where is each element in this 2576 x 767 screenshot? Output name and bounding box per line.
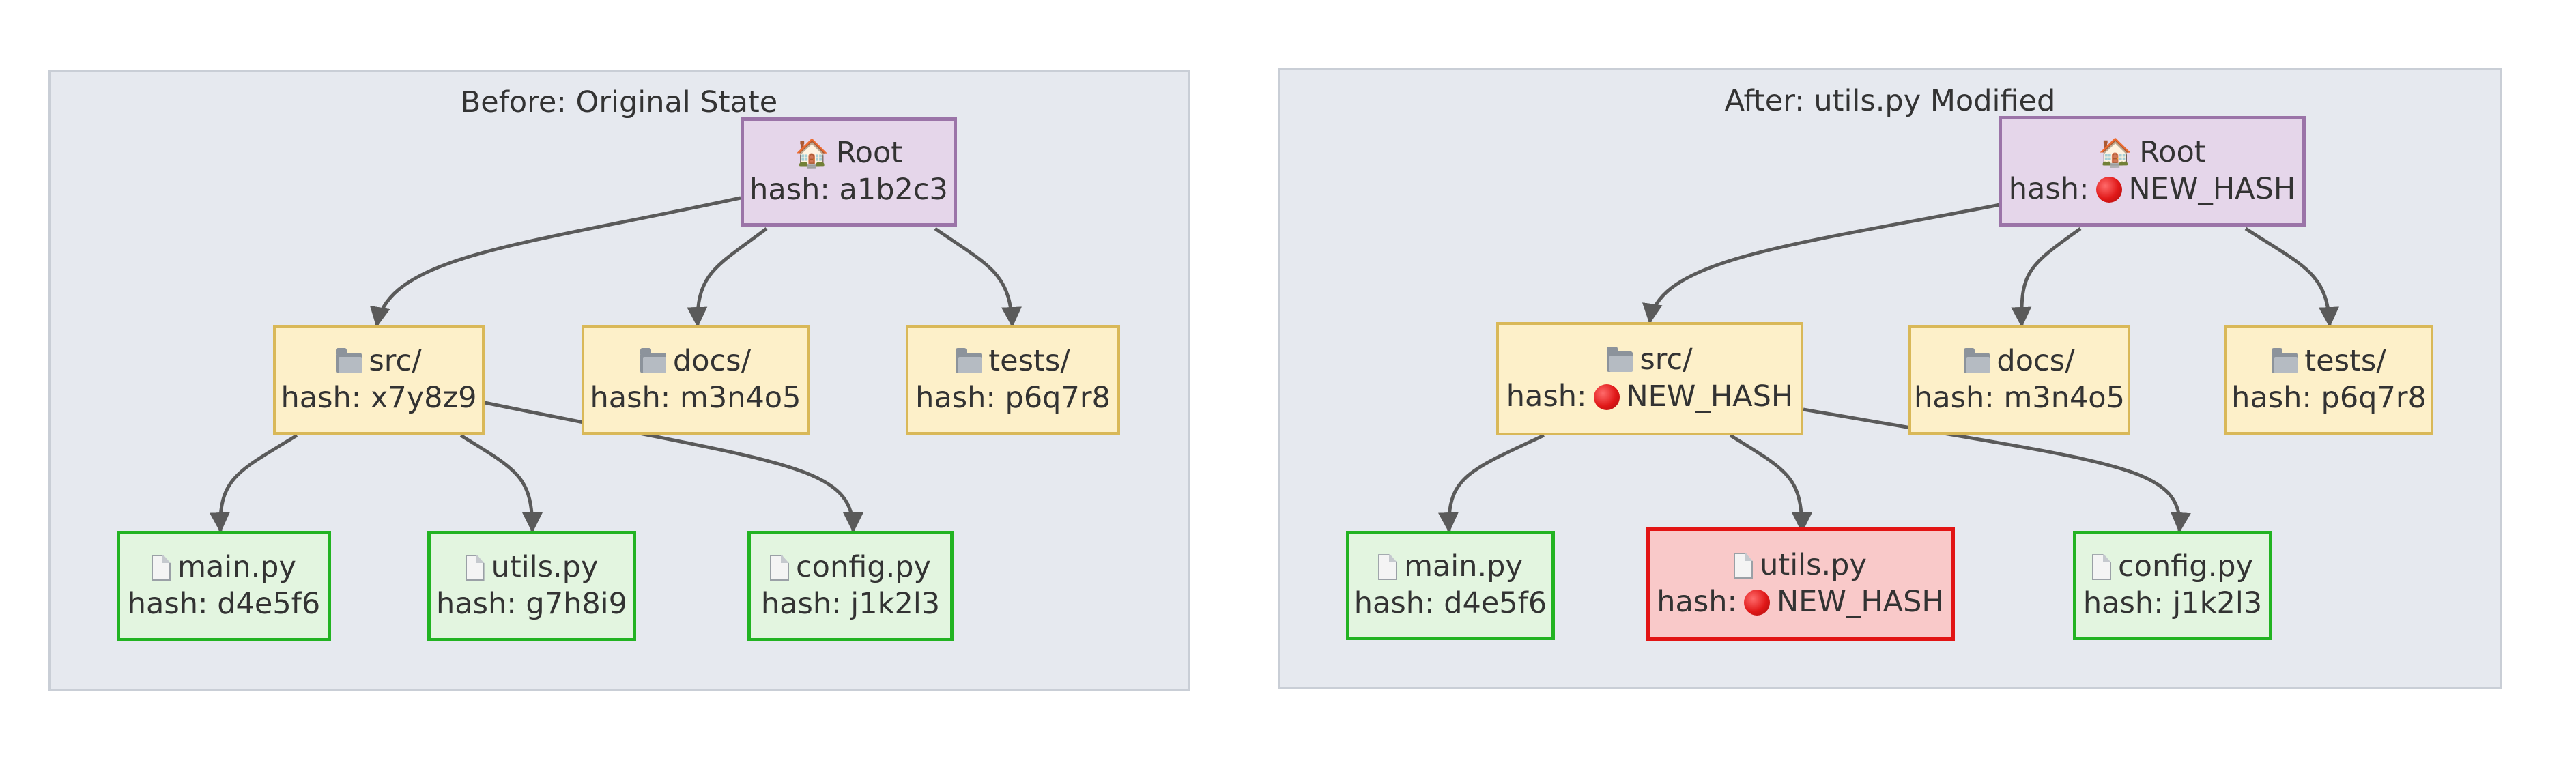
hash-value: NEW_HASH [1626, 379, 1794, 414]
folder-icon [2272, 348, 2298, 374]
before-docs-node[interactable]: docs/ hash: m3n4o5 [582, 325, 810, 435]
node-name: config.py [796, 550, 931, 585]
folder-icon [336, 348, 362, 374]
before-utils-node[interactable]: utils.py hash: g7h8i9 [427, 531, 636, 641]
house-icon: 🏠 [2098, 137, 2133, 169]
file-icon [1378, 554, 1398, 581]
after-config-node[interactable]: config.py hash: j1k2l3 [2073, 531, 2272, 640]
hash-value: NEW_HASH [2128, 172, 2296, 206]
before-tests-node[interactable]: tests/ hash: p6q7r8 [906, 325, 1120, 435]
node-hash: hash: d4e5f6 [127, 587, 321, 621]
house-icon: 🏠 [795, 138, 829, 170]
node-name: tests/ [2304, 344, 2386, 379]
after-main-node[interactable]: main.py hash: d4e5f6 [1346, 531, 1555, 640]
node-hash: hash: j1k2l3 [760, 587, 941, 621]
node-hash: hash: d4e5f6 [1354, 586, 1547, 620]
file-icon [465, 555, 485, 581]
before-panel-title: Before: Original State [460, 85, 778, 119]
node-hash: hash: m3n4o5 [590, 381, 801, 415]
hash-label: hash: [2008, 172, 2089, 206]
node-hash: hash: a1b2c3 [749, 173, 948, 207]
after-utils-node[interactable]: utils.py hash: NEW_HASH [1646, 527, 1955, 641]
red-circle-icon [2095, 176, 2122, 203]
after-tests-node[interactable]: tests/ hash: p6q7r8 [2224, 325, 2433, 435]
node-name: main.py [1404, 549, 1523, 584]
file-icon [152, 555, 171, 581]
hash-label: hash: [1657, 585, 1737, 619]
red-circle-icon [1593, 384, 1620, 410]
node-name: docs/ [1997, 344, 2075, 379]
node-name: config.py [2118, 549, 2253, 584]
hash-value: NEW_HASH [1777, 585, 1944, 619]
hash-label: hash: [1506, 379, 1587, 414]
edge-before-src-main [209, 433, 298, 533]
node-name: Root [835, 136, 903, 171]
edge-before-root-tests [934, 227, 1022, 328]
node-hash: hash: g7h8i9 [436, 587, 627, 621]
node-hash: hash: j1k2l3 [2083, 586, 2263, 620]
node-name: src/ [369, 344, 422, 379]
node-name: docs/ [672, 344, 752, 379]
after-src-node[interactable]: src/ hash: NEW_HASH [1496, 322, 1803, 435]
before-config-node[interactable]: config.py hash: j1k2l3 [747, 531, 954, 641]
node-name: utils.py [1760, 548, 1867, 583]
node-name: tests/ [988, 344, 1070, 379]
after-root-node[interactable]: 🏠Root hash: NEW_HASH [1999, 116, 2306, 227]
red-circle-icon [1744, 589, 1770, 616]
file-icon [770, 555, 789, 581]
node-hash: hash: m3n4o5 [1914, 381, 2125, 415]
folder-icon [1964, 348, 1990, 374]
edge-before-src-utils [459, 433, 543, 533]
after-panel-title: After: utils.py Modified [1724, 84, 2056, 118]
before-main-node[interactable]: main.py hash: d4e5f6 [117, 531, 331, 641]
node-hash: hash: p6q7r8 [2231, 381, 2427, 415]
edge-before-root-docs [687, 227, 768, 328]
edge-before-root-src [369, 196, 741, 328]
before-root-node[interactable]: 🏠Root hash: a1b2c3 [741, 117, 957, 227]
node-hash: hash: x7y8z9 [281, 381, 477, 415]
node-name: main.py [177, 550, 296, 585]
edge-after-root-src [1642, 203, 2001, 324]
before-src-node[interactable]: src/ hash: x7y8z9 [273, 325, 485, 435]
file-icon [2092, 554, 2111, 581]
edge-after-root-docs [2011, 227, 2082, 328]
folder-icon [1607, 347, 1633, 373]
node-name: utils.py [491, 550, 599, 585]
folder-icon [956, 348, 982, 374]
file-icon [1734, 553, 1754, 579]
edge-after-root-tests [2244, 227, 2339, 328]
node-name: Root [2139, 135, 2206, 170]
folder-icon [640, 348, 666, 374]
after-docs-node[interactable]: docs/ hash: m3n4o5 [1908, 325, 2130, 435]
edge-after-src-utils [1729, 433, 1812, 533]
edge-after-src-main [1437, 433, 1545, 533]
node-hash: hash: p6q7r8 [915, 381, 1111, 415]
node-name: src/ [1640, 343, 1693, 377]
